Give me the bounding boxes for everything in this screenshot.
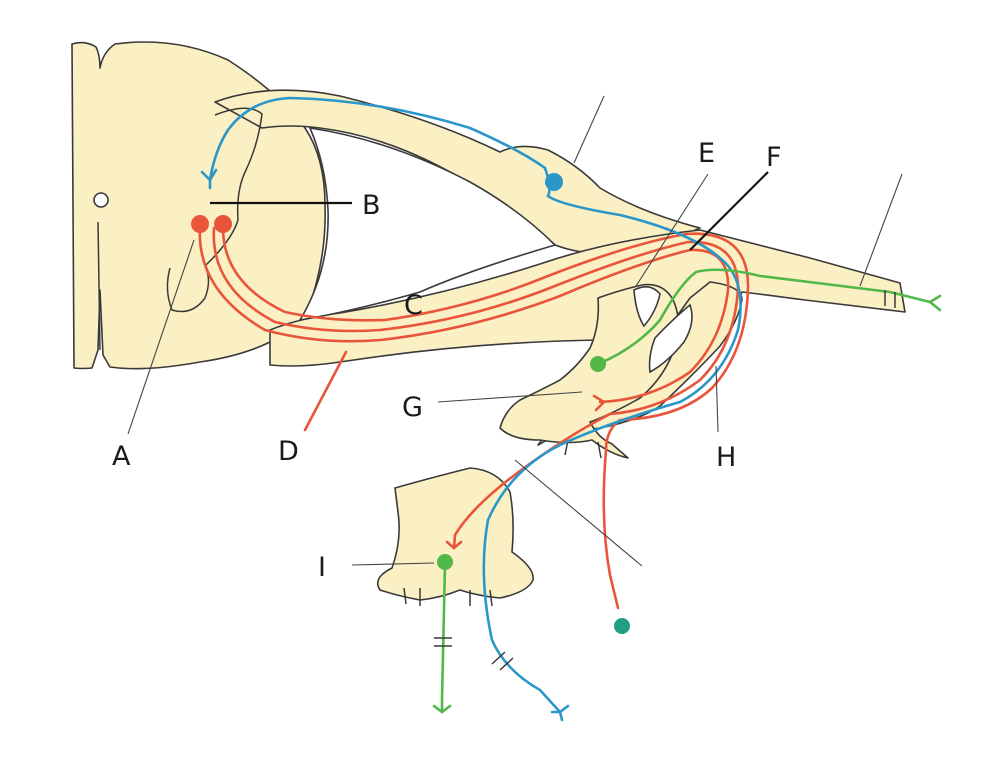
efferent-axon-middle (212, 226, 740, 550)
leader-unlabeled-lower (514, 459, 643, 567)
leader-e (635, 173, 709, 287)
postganglionic-terminal-i (432, 704, 452, 714)
efferent-axon-d-extension (303, 350, 348, 432)
label-d: D (278, 436, 299, 467)
postganglionic-cell-body-i (437, 554, 453, 570)
efferent-cell-body-b (214, 215, 232, 233)
label-h: H (716, 442, 736, 473)
label-f: F (766, 142, 782, 173)
efferent-cell-body-a (191, 215, 209, 233)
sensory-axon (208, 96, 742, 714)
sympathetic-ganglion (499, 283, 680, 459)
leader-g (437, 391, 583, 403)
sensory-terminal-fork (550, 704, 570, 722)
postganglionic-break-i (434, 637, 452, 647)
efferent-terminal-g (592, 394, 607, 412)
leader-layer (127, 95, 903, 567)
leader-h (715, 365, 719, 433)
ventral-horn-outline (166, 265, 210, 313)
ramus-gap-2 (648, 303, 693, 374)
efferent-axon-inner (221, 224, 750, 610)
leader-i (351, 562, 435, 566)
label-a: A (112, 441, 131, 472)
outline-layer (93, 107, 693, 607)
label-b: B (362, 190, 381, 221)
label-i: I (318, 552, 326, 583)
postganglionic-break-e (884, 290, 896, 308)
efferent-axon-outer (198, 224, 730, 404)
ramus-gap-1 (633, 286, 661, 328)
terminal-neuron-cell-body (614, 618, 630, 634)
sensory-axon-break (491, 651, 514, 671)
sensory-cell-body (545, 173, 563, 191)
label-layer: A B C D E F G H I (112, 138, 782, 583)
leader-unlabeled-ganglion (573, 95, 605, 164)
leader-unlabeled-nerve (859, 173, 903, 287)
grey-matter-outline (204, 219, 239, 267)
leader-f (689, 171, 769, 251)
label-c: C (404, 290, 423, 321)
spinal-cord-midline (97, 221, 101, 351)
label-g: G (402, 392, 423, 423)
postganglionic-axon-i (440, 562, 447, 714)
ganglion-branch-lines (403, 439, 602, 607)
postganglionic-axon-e (596, 268, 932, 366)
dorsal-horn-outline (214, 107, 263, 221)
leader-a (127, 239, 195, 435)
postganglionic-cell-body-g (590, 356, 606, 372)
label-e: E (698, 138, 715, 169)
neuron-layer (191, 96, 942, 722)
dorsal-root (214, 89, 701, 255)
efferent-terminal-i (445, 540, 463, 550)
central-canal (93, 192, 109, 208)
root-gap (298, 126, 557, 322)
sensory-dendrite-fork (200, 168, 218, 190)
postganglionic-terminal-e (928, 294, 942, 312)
